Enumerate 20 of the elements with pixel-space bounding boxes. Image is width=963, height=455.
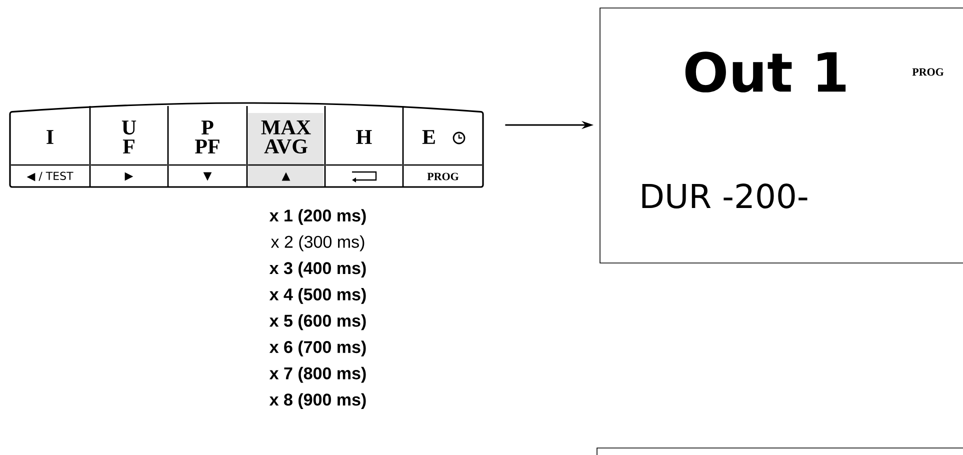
- key-button: MAX AVG ▲: [248, 113, 324, 186]
- multiplier-text: x 8 (900 ms): [269, 393, 366, 410]
- multiplier-text: x 3 (400 ms): [269, 262, 366, 278]
- multiplier-text: x 2 (300 ms): [270, 235, 364, 252]
- lcd-display: Out 1 PROG DUR -200-: [600, 8, 963, 264]
- multiplier-text: x 6 (700 ms): [269, 340, 366, 356]
- keypad-panel: [9, 102, 484, 188]
- multiplier-text: x 5 (600 ms): [269, 314, 366, 330]
- multiplier-text: x 7 (800 ms): [269, 366, 366, 383]
- node-label: H: [356, 130, 372, 144]
- node-label: PROG: [427, 172, 459, 180]
- key-button: E PROG: [404, 113, 482, 186]
- node-label: E: [422, 130, 435, 144]
- display-frame: [596, 448, 963, 455]
- key-button: P PF ▼: [169, 113, 246, 186]
- key-button: U F ▶: [91, 113, 167, 186]
- key-button: I ◀ / TEST: [11, 113, 89, 186]
- multiplier-text: x 4 (500 ms): [269, 288, 366, 304]
- multiplier-text: x 1 (200 ms): [269, 209, 366, 225]
- key-button: H: [326, 113, 402, 186]
